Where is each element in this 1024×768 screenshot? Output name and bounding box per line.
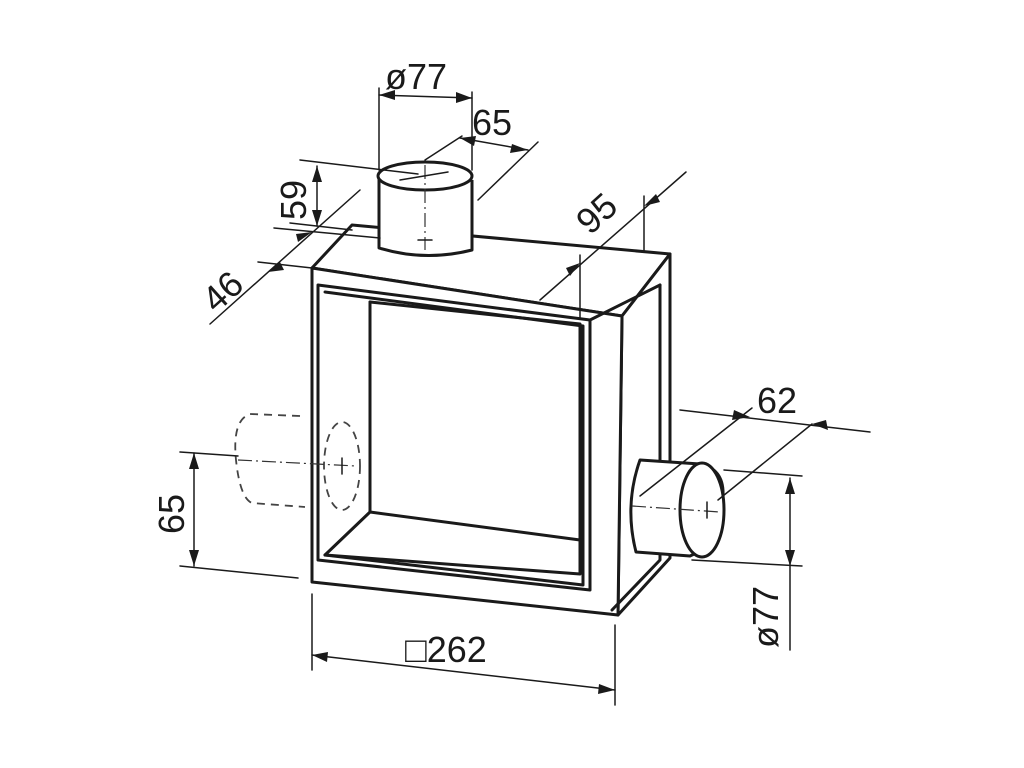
top-spigot — [376, 160, 474, 257]
dim-width: □262 — [311, 593, 616, 706]
label-top-offset: 65 — [472, 102, 512, 143]
label-top-diameter: ø77 — [385, 56, 447, 97]
box-body — [310, 223, 672, 617]
dim-top-height: 59 — [273, 159, 419, 231]
front-opening — [323, 300, 582, 576]
dim-side-offset: 62 — [639, 380, 871, 501]
dim-top-offset: 65 — [424, 102, 539, 201]
label-side-diameter: ø77 — [745, 586, 786, 648]
right-spigot-rim — [678, 461, 726, 559]
front-frame-inner — [323, 290, 585, 587]
opening-bottom-edge — [368, 510, 582, 542]
hidden-left-spigot — [234, 413, 361, 511]
label-side-height: 65 — [151, 494, 192, 534]
front-frame-outer — [316, 283, 592, 592]
hidden-spigot-outline — [234, 413, 306, 508]
dim-side-diameter: ø77 — [691, 469, 803, 651]
right-panel-top — [588, 283, 662, 322]
hidden-spigot-rim — [323, 421, 361, 511]
label-top-depth-offset: 46 — [194, 263, 251, 320]
dim-top-diameter: ø77 — [378, 56, 473, 171]
label-top-height: 59 — [273, 180, 314, 220]
hidden-spigot-axis — [237, 459, 357, 467]
dim-side-height: 65 — [151, 451, 299, 579]
right-spigot — [629, 458, 726, 559]
right-panel-line — [610, 283, 662, 612]
label-side-offset: 62 — [757, 380, 797, 421]
box-front-face — [310, 266, 624, 617]
label-width: □262 — [405, 629, 487, 670]
right-spigot-axis — [631, 505, 721, 513]
